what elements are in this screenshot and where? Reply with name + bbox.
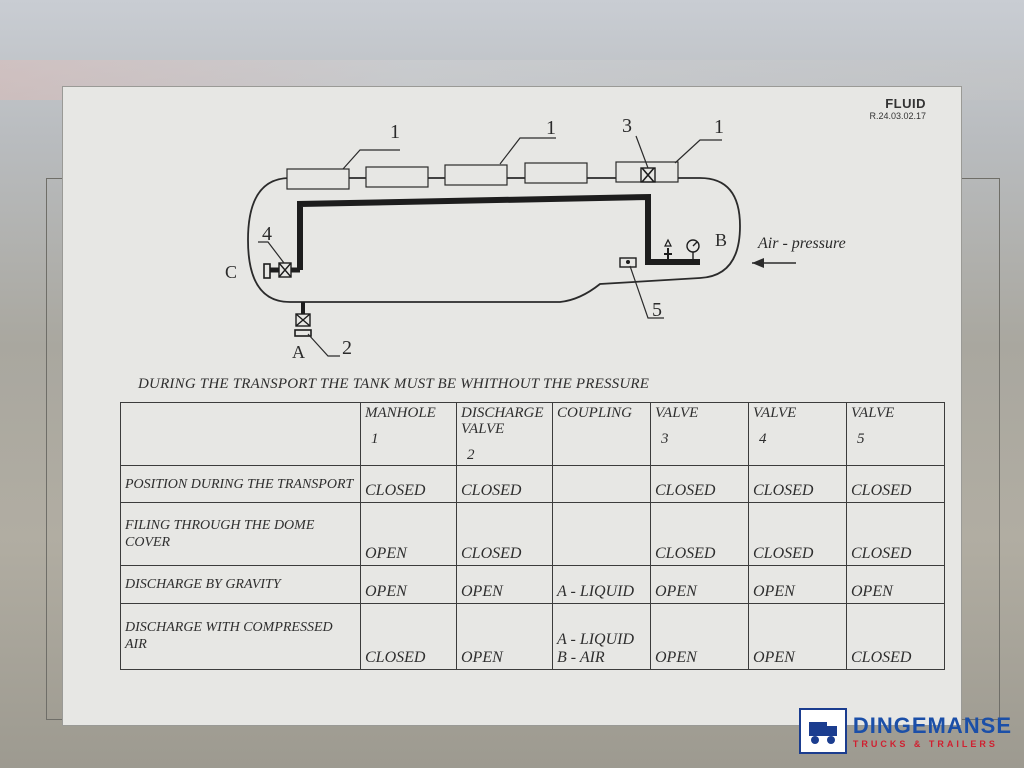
- point-c-label: C: [225, 262, 237, 282]
- manhole-label-right: 1: [714, 116, 724, 138]
- column-header-label: DISCHARGE VALVE: [461, 405, 544, 437]
- pressure-gauge-icon: [686, 239, 700, 262]
- table-cell: OPEN: [360, 502, 457, 567]
- row-label: DISCHARGE BY GRAVITY: [120, 565, 361, 604]
- column-header-number: 1: [371, 431, 379, 447]
- table-cell: [552, 502, 651, 567]
- column-header-4: VALVE 3: [650, 402, 749, 466]
- manhole-label-mid: 1: [546, 117, 556, 139]
- row-label: DISCHARGE WITH COMPRESSED AIR: [120, 602, 361, 671]
- valve-5-icon: [619, 257, 637, 268]
- column-header-label: VALVE: [753, 405, 797, 421]
- manhole-3: [444, 164, 508, 186]
- table-cell: CLOSED: [650, 502, 749, 567]
- table-cell: CLOSED: [748, 502, 847, 567]
- column-header-2: DISCHARGE VALVE 2: [456, 402, 553, 466]
- column-header-label: VALVE: [851, 405, 895, 421]
- table-cell: OPEN: [748, 602, 847, 671]
- column-header-label: VALVE: [655, 405, 699, 421]
- air-pressure-label: Air - pressure: [757, 235, 846, 252]
- table-cell: CLOSED: [456, 502, 553, 567]
- table-cell: OPEN: [456, 565, 553, 604]
- column-header-number: 4: [759, 431, 767, 447]
- table-cell: CLOSED: [846, 464, 945, 504]
- manhole-4: [524, 162, 588, 184]
- safety-valve-icon: [664, 238, 672, 262]
- valve-2-icon: [294, 302, 312, 337]
- table-cell: CLOSED: [456, 464, 553, 504]
- manhole-2: [365, 166, 429, 188]
- watermark: DINGEMANSE TRUCKS & TRAILERS: [798, 708, 1012, 754]
- table-cell: A - LIQUID B - AIR: [552, 602, 651, 671]
- table-cell: CLOSED: [650, 464, 749, 504]
- document-code-title: FLUID: [885, 96, 926, 111]
- transport-warning: DURING THE TRANSPORT THE TANK MUST BE WH…: [138, 376, 650, 392]
- column-header-1: MANHOLE 1: [360, 402, 457, 466]
- tank-outline: [247, 177, 741, 303]
- column-header-label: COUPLING: [557, 405, 633, 421]
- point-b-label: B: [715, 230, 727, 250]
- table-cell: OPEN: [650, 565, 749, 604]
- table-cell: A - LIQUID: [552, 565, 651, 604]
- table-cell: CLOSED: [748, 464, 847, 504]
- column-header-number: 3: [661, 431, 669, 447]
- table-cell: CLOSED: [360, 602, 457, 671]
- table-cell: [552, 464, 651, 504]
- column-header-0: [120, 402, 361, 466]
- valve-4-label: 4: [262, 223, 272, 245]
- column-header-5: VALVE 4: [748, 402, 847, 466]
- watermark-brand: DINGEMANSE: [852, 713, 1012, 738]
- column-header-3: COUPLING: [552, 402, 651, 466]
- table-cell: OPEN: [748, 565, 847, 604]
- document-code-number: R.24.03.02.17: [869, 111, 926, 121]
- watermark-subtitle: TRUCKS & TRAILERS: [852, 739, 998, 749]
- column-header-number: 5: [857, 431, 865, 447]
- valve-2-label: 2: [342, 337, 352, 359]
- manhole-1: [286, 168, 350, 190]
- truck-logo-icon: [798, 708, 847, 754]
- valve-5-label: 5: [652, 299, 662, 321]
- point-a-label: A: [292, 342, 305, 362]
- row-label: POSITION DURING THE TRANSPORT: [120, 464, 361, 504]
- table-cell: CLOSED: [846, 602, 945, 671]
- column-header-6: VALVE 5: [846, 402, 945, 466]
- table-cell: CLOSED: [846, 502, 945, 567]
- table-cell: OPEN: [456, 602, 553, 671]
- column-header-label: MANHOLE: [365, 405, 436, 421]
- document-code: FLUID R.24.03.02.17: [869, 96, 926, 121]
- valve-4-icon: [263, 262, 292, 279]
- discharge-pipe: [297, 193, 700, 270]
- row-label: FILING THROUGH THE DOME COVER: [120, 502, 361, 567]
- column-header-number: 2: [467, 447, 475, 463]
- table-cell: OPEN: [360, 565, 457, 604]
- manhole-label-left: 1: [390, 121, 400, 143]
- valve-3-label: 3: [622, 115, 632, 137]
- table-cell: OPEN: [846, 565, 945, 604]
- table-cell: CLOSED: [360, 464, 457, 504]
- table-cell: OPEN: [650, 602, 749, 671]
- tank-diagram: 1 1 1 3 4 5 2 A B C Air - pressure: [225, 115, 846, 362]
